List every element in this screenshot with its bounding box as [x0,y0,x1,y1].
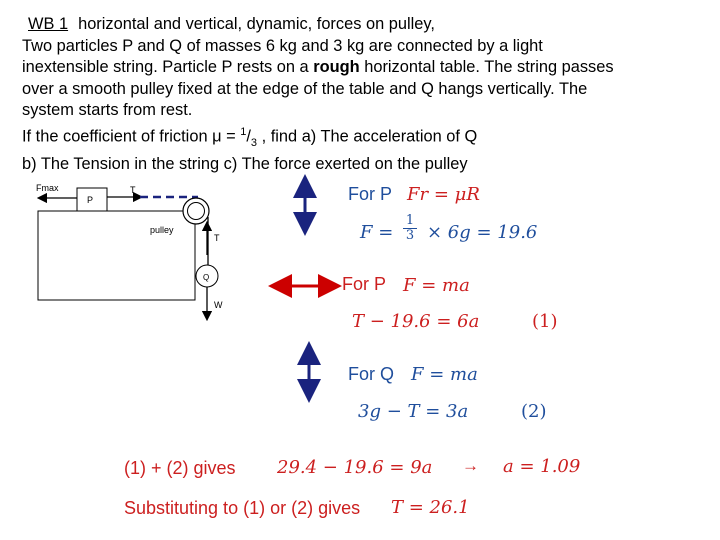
acceleration-result: a = 1.09 [503,456,581,477]
for-q-label: For Q [348,364,395,384]
problem-line-7: b) The Tension in the string c) The forc… [22,155,468,174]
label-q: Q [203,273,209,282]
problem-statement: WB 1 horizontal and vertical, dynamic, fo… [22,14,712,176]
label-t-side: T [214,233,220,243]
fraction-one-third: 1 3 [403,214,417,243]
newton-p-equation: F = ma [403,275,470,296]
wb-label: WB 1 [28,15,69,33]
equation-1-number: (1) [532,311,558,332]
problem-line-3: inextensible string. Particle P rests on… [22,58,614,77]
equation-2: 3g − T = 3a [358,401,469,422]
friction-value-rhs: × 6g = 19.6 [427,222,538,243]
equation-2-number: (2) [521,401,547,422]
substituting-label: Substituting to (1) or (2) gives [124,498,361,518]
pulley-inner [187,202,205,220]
friction-equation: Fr = μR [407,184,480,205]
label-p: P [87,195,93,205]
gives-label: (1) + (2) gives [124,458,236,478]
label-fmax: Fmax [36,183,59,193]
label-t-top: T [130,185,136,195]
label-pulley: pulley [150,225,174,235]
gives-equation: 29.4 − 19.6 = 9a [277,457,433,478]
friction-value-lhs: F = [360,222,394,243]
for-p-label-2: For P [342,274,387,294]
problem-heading: WB 1 horizontal and vertical, dynamic, fo… [22,14,712,36]
equation-1: T − 19.6 = 6a [352,311,480,332]
for-p-label-1: For P [348,184,393,204]
arrow-right: → [462,456,479,475]
rough-word: rough [313,58,360,77]
label-w: W [214,300,223,310]
problem-line-4: over a smooth pulley fixed at the edge o… [22,79,588,98]
tension-result: T = 26.1 [391,497,470,518]
problem-line-2: Two particles P and Q of masses 6 kg and… [22,36,543,55]
particle-p-box [76,187,108,212]
problem-line-5: system starts from rest. [22,101,193,120]
heading-text: horizontal and vertical, dynamic, forces… [78,15,435,33]
problem-line-6: If the coefficient of friction μ = 1/3 ,… [22,125,478,149]
newton-q-equation: F = ma [411,364,478,385]
table-rect [37,210,196,301]
